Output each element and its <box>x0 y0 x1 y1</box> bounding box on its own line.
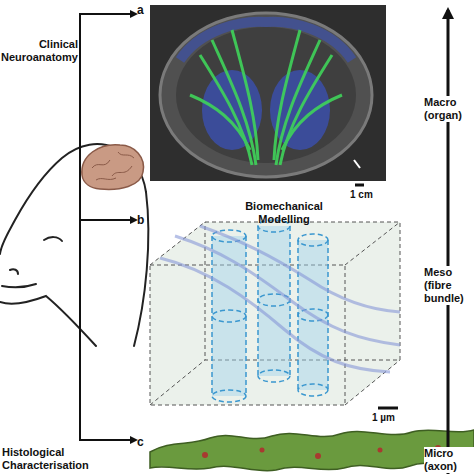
panel-letter: c <box>137 436 149 449</box>
panel-text: 1 µm <box>372 411 408 424</box>
scale-label: Meso (fibre bundle) <box>424 266 474 305</box>
scale-label: Clinical Neuroanatomy <box>0 38 78 64</box>
brain-sketch <box>82 145 144 190</box>
mri-tractography <box>150 5 386 185</box>
figure-panel: Biomechanical Modellingb1 µm <box>150 198 405 426</box>
panel-text: Biomechanical Modelling <box>242 200 326 226</box>
figure-panel: a1 cm <box>150 0 390 200</box>
scale-label: Macro (organ) <box>424 96 474 122</box>
scale-label: Histological Characterisation <box>2 446 132 472</box>
scale-axis-arrow <box>447 10 450 474</box>
panel-letter: a <box>137 4 149 17</box>
bracket-arrows <box>79 14 136 441</box>
panel-text: b <box>137 214 149 227</box>
scale-label: Micro (axon) <box>424 447 474 473</box>
animal-head <box>0 144 148 346</box>
scale-bar <box>378 407 398 410</box>
panel-text: 1 cm <box>350 188 390 201</box>
cube-model <box>150 220 400 408</box>
scale-bar <box>355 184 364 187</box>
